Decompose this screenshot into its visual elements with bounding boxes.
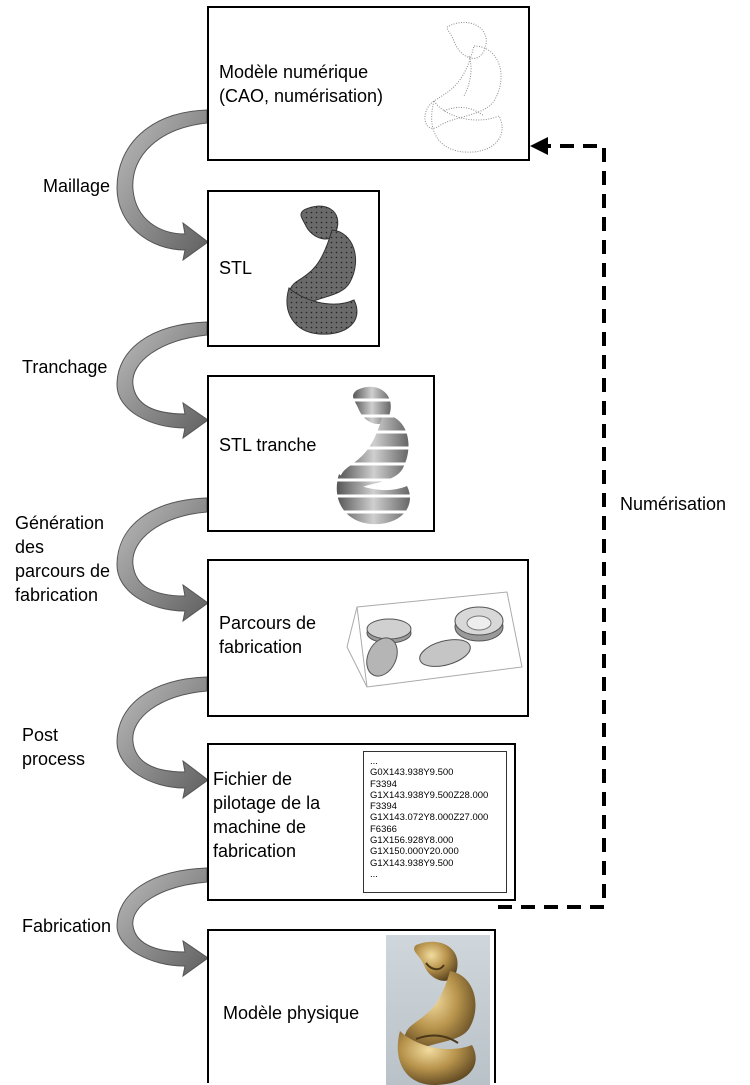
- sliced-stl-box: STL tranche: [207, 375, 435, 532]
- toolpaths-label: Parcours de fabrication: [219, 613, 317, 657]
- gcode-line: ...: [370, 756, 378, 767]
- step-label-meshing: Maillage: [43, 176, 111, 196]
- gcode-line: G1X143.072Y8.000Z27.000: [370, 812, 489, 824]
- step-label-post-process: Post process: [22, 725, 86, 769]
- slicing-arrow: [116, 321, 209, 440]
- step-label-slicing: Tranchage: [22, 357, 108, 377]
- stl-label: STL: [219, 258, 253, 278]
- feedback-arrowhead: [530, 137, 548, 155]
- physical-model-label: Modèle physique: [223, 1003, 360, 1023]
- sliced-model-figure-image: [317, 386, 427, 525]
- step-label-toolpath-generation: Génération des parcours de fabrication: [15, 513, 111, 605]
- post-process-arrow: [116, 676, 209, 800]
- physical-model-box: Modèle physique: [207, 929, 496, 1085]
- gcode-line: G1X143.938Y9.500: [370, 857, 454, 869]
- gcode-line: ...: [370, 868, 378, 880]
- step-label-manufacturing: Fabrication: [22, 916, 112, 936]
- digital-model-box: Modèle numérique (CAO, numérisation): [207, 6, 530, 161]
- toolpaths-box: Parcours de fabrication: [207, 559, 529, 717]
- stl-mesh-figure-image: [286, 205, 358, 335]
- gcode-line: G1X143.938Y9.500Z28.000: [370, 789, 489, 801]
- meshing-arrow: [116, 109, 209, 262]
- gcode-line: G1X156.928Y8.000: [370, 835, 454, 847]
- gcode-line: G0X143.938Y9.500: [370, 767, 454, 779]
- gcode-line: G1X150.000Y20.000: [370, 846, 459, 858]
- digital-model-label: Modèle numérique (CAO, numérisation): [219, 62, 384, 106]
- gcode-listing: ... G0X143.938Y9.500 F3394 G1X143.938Y9.…: [363, 751, 507, 893]
- point-cloud-figure-image: [424, 21, 503, 153]
- gcode-line: F6366: [370, 823, 397, 835]
- control-file-box: Fichier de pilotage de la machine de fab…: [207, 743, 516, 901]
- gcode-line: F3394: [370, 778, 397, 790]
- feedback-label: Numérisation: [620, 494, 727, 514]
- digitization-feedback-line: [498, 144, 606, 909]
- toolpath-generation-arrow: [116, 497, 209, 623]
- manufacturing-arrow: [116, 867, 209, 978]
- sliced-stl-label: STL tranche: [219, 435, 317, 455]
- control-file-label: Fichier de pilotage de la machine de fab…: [213, 769, 321, 861]
- toolpath-figure-image: [346, 591, 523, 688]
- physical-model-photo-image: [386, 935, 490, 1085]
- stl-box: STL: [207, 190, 380, 347]
- gcode-line: F3394: [370, 801, 397, 813]
